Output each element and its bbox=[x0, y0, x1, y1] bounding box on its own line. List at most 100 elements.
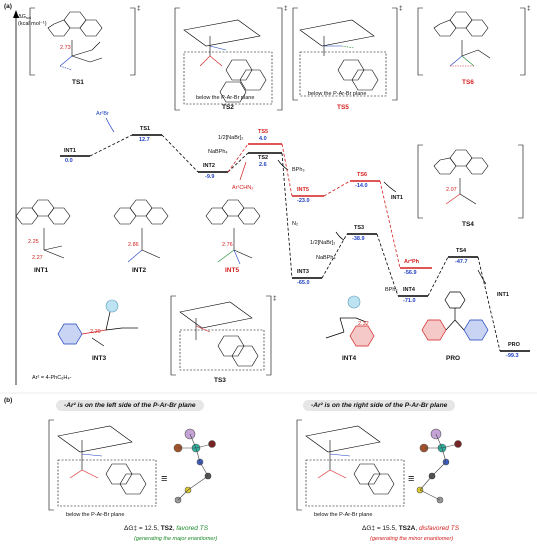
ts2-note: below the P-Ar-Br plane bbox=[196, 95, 255, 101]
y-axis-arrowhead bbox=[13, 10, 19, 18]
panel-b-right-equiv: ≡ bbox=[408, 473, 415, 485]
int1-structure-label: INT1 bbox=[34, 267, 49, 274]
ts6-structure bbox=[417, 7, 526, 76]
ts3-dagger: ‡ bbox=[273, 295, 277, 302]
int2-structure-label: INT2 bbox=[132, 267, 147, 274]
pro-level-label: PRO bbox=[508, 342, 520, 348]
ts4-level-label: TS4 bbox=[456, 248, 467, 254]
pro-structure bbox=[421, 291, 489, 341]
ts4-level-energy: -47.7 bbox=[455, 259, 468, 265]
int4-dist: 2.32 bbox=[358, 321, 369, 327]
ts5-dagger: ‡ bbox=[399, 5, 403, 12]
ts6-dagger: ‡ bbox=[527, 5, 531, 12]
int1-level-label: INT1 bbox=[64, 148, 76, 154]
ts2-label: TS2 bbox=[222, 104, 234, 111]
ts5-level-energy: 4.0 bbox=[259, 136, 267, 142]
int1-level-energy: 0.0 bbox=[65, 158, 73, 164]
ar2br-annotation: Ar²Br bbox=[96, 111, 109, 117]
panel-b-left-equiv: ≡ bbox=[161, 473, 168, 485]
int3-structure bbox=[57, 311, 138, 347]
int2-level-energy: -9.9 bbox=[205, 174, 215, 180]
int5-structure-label: INT5 bbox=[225, 267, 240, 274]
panel-b-right-below: below the P-Ar-Br plane bbox=[314, 512, 373, 518]
int4-level-label: INT4 bbox=[403, 287, 415, 293]
n2-annotation: N₂ bbox=[292, 221, 299, 227]
int3-level-label: INT3 bbox=[297, 269, 309, 275]
energy-levels bbox=[60, 134, 530, 352]
ts1-level-energy: 12.7 bbox=[139, 137, 150, 143]
ar1chn2-annotation: Ar¹CHN₂ bbox=[232, 185, 254, 191]
ts2-dagger: ‡ bbox=[284, 5, 288, 12]
nabph4-annotation: NaBPh₄ bbox=[208, 149, 228, 155]
int4-structure-label: INT4 bbox=[342, 355, 357, 362]
ts5-structure bbox=[292, 7, 398, 101]
ts4-structure bbox=[417, 144, 524, 219]
panel-b-left-energy: ΔG‡ = 12.5, TS2, favored TS bbox=[124, 525, 209, 532]
ts1-label: TS1 bbox=[72, 79, 84, 86]
int1-right2-annotation: INT1 bbox=[497, 292, 509, 298]
bph3-annotation: BPh₃ bbox=[292, 167, 305, 173]
ts3-level-energy: -38.9 bbox=[352, 236, 365, 242]
ts3-level-label: TS3 bbox=[354, 225, 365, 231]
panel-a-label: (a) bbox=[4, 3, 12, 10]
bph3-2-annotation: BPh₃ bbox=[385, 287, 398, 293]
int3-dist: 2.29 bbox=[90, 329, 101, 335]
arph-level-label: Ar²Ph bbox=[404, 259, 419, 265]
int3-structure-label: INT3 bbox=[92, 355, 107, 362]
panel-b-right-drawing bbox=[296, 419, 405, 511]
int1-dist-b: 2.27 bbox=[32, 255, 43, 261]
ar2-definition: Ar² = 4-PhC₆H₄- bbox=[32, 375, 72, 381]
ts3-structure-label: TS3 bbox=[214, 377, 226, 384]
pro-structure-label: PRO bbox=[446, 355, 461, 362]
ts1-level-label: TS1 bbox=[140, 126, 151, 132]
panel-b-label: (b) bbox=[4, 397, 13, 404]
ts4-dist: 2.07 bbox=[446, 187, 457, 193]
ts2-level-label: TS2 bbox=[258, 155, 269, 161]
int1-right-annotation: INT1 bbox=[391, 195, 403, 201]
int5-level-energy: -23.0 bbox=[297, 198, 310, 204]
panel-b-left-below: below the P-Ar-Br plane bbox=[66, 512, 125, 518]
int3-level-energy: -65.0 bbox=[297, 280, 310, 286]
ts5-note: below the P-Ar-Br plane bbox=[308, 91, 367, 97]
ts6-label: TS6 bbox=[462, 79, 474, 86]
int4-level-energy: -71.0 bbox=[403, 298, 416, 304]
panel-b-left-drawing bbox=[48, 419, 157, 511]
energy-connectors bbox=[89, 134, 501, 352]
int2-structure bbox=[113, 199, 169, 263]
pro-level-energy: -99.3 bbox=[506, 353, 519, 359]
panel-b-right-3d bbox=[416, 428, 462, 504]
ts5-label: TS5 bbox=[337, 104, 349, 111]
int2-level-label: INT2 bbox=[203, 163, 215, 169]
ts3-structure bbox=[170, 295, 272, 376]
int4-p-circle bbox=[347, 295, 361, 309]
arph-level-energy: -56.9 bbox=[404, 270, 417, 276]
ts1-structure bbox=[29, 7, 136, 76]
nabph4-2-annotation: NaBPh₄ bbox=[316, 255, 336, 261]
int2-dist: 2.86 bbox=[128, 242, 139, 248]
int3-p-circle bbox=[105, 299, 119, 313]
side-arrows bbox=[105, 117, 487, 285]
int5-dist: 2.76 bbox=[222, 242, 233, 248]
y-axis-label: ΔGsol (kcal mol⁻¹) bbox=[18, 14, 47, 27]
ts2-level-energy: 2.6 bbox=[259, 162, 267, 168]
panel-b-right-header: -Ar² is on the right side of the P-Ar-Br… bbox=[303, 400, 456, 411]
half-nabr-annotation: 1/2[NaBr]₂ bbox=[218, 135, 244, 141]
ts5-level-label: TS5 bbox=[258, 129, 269, 135]
ts6-level-label: TS6 bbox=[357, 172, 368, 178]
panel-b-left-sub: (generating the major enantiomer) bbox=[134, 536, 218, 542]
int5-structure bbox=[205, 199, 261, 265]
panel-b-left-header: -Ar² is on the left side of the P-Ar-Br … bbox=[56, 400, 204, 411]
ts1-dagger: ‡ bbox=[137, 5, 141, 12]
int4-structure bbox=[325, 317, 375, 347]
panel-b-left-3d bbox=[173, 428, 216, 504]
ts1-distance: 2.73 bbox=[60, 45, 71, 51]
ts2-structure bbox=[174, 7, 283, 111]
panel-b-right-energy: ΔG‡ = 15.5, TS2A, disfavored TS bbox=[362, 525, 460, 532]
ts4-structure-label: TS4 bbox=[462, 221, 474, 228]
int1-dist-a: 2.25 bbox=[28, 239, 39, 245]
int5-level-label: INT5 bbox=[297, 187, 309, 193]
half-nabr2-annotation: 1/2[NaBr]₂ bbox=[310, 240, 336, 246]
ts6-level-energy: -14.0 bbox=[355, 183, 368, 189]
int1-structure bbox=[15, 199, 71, 259]
